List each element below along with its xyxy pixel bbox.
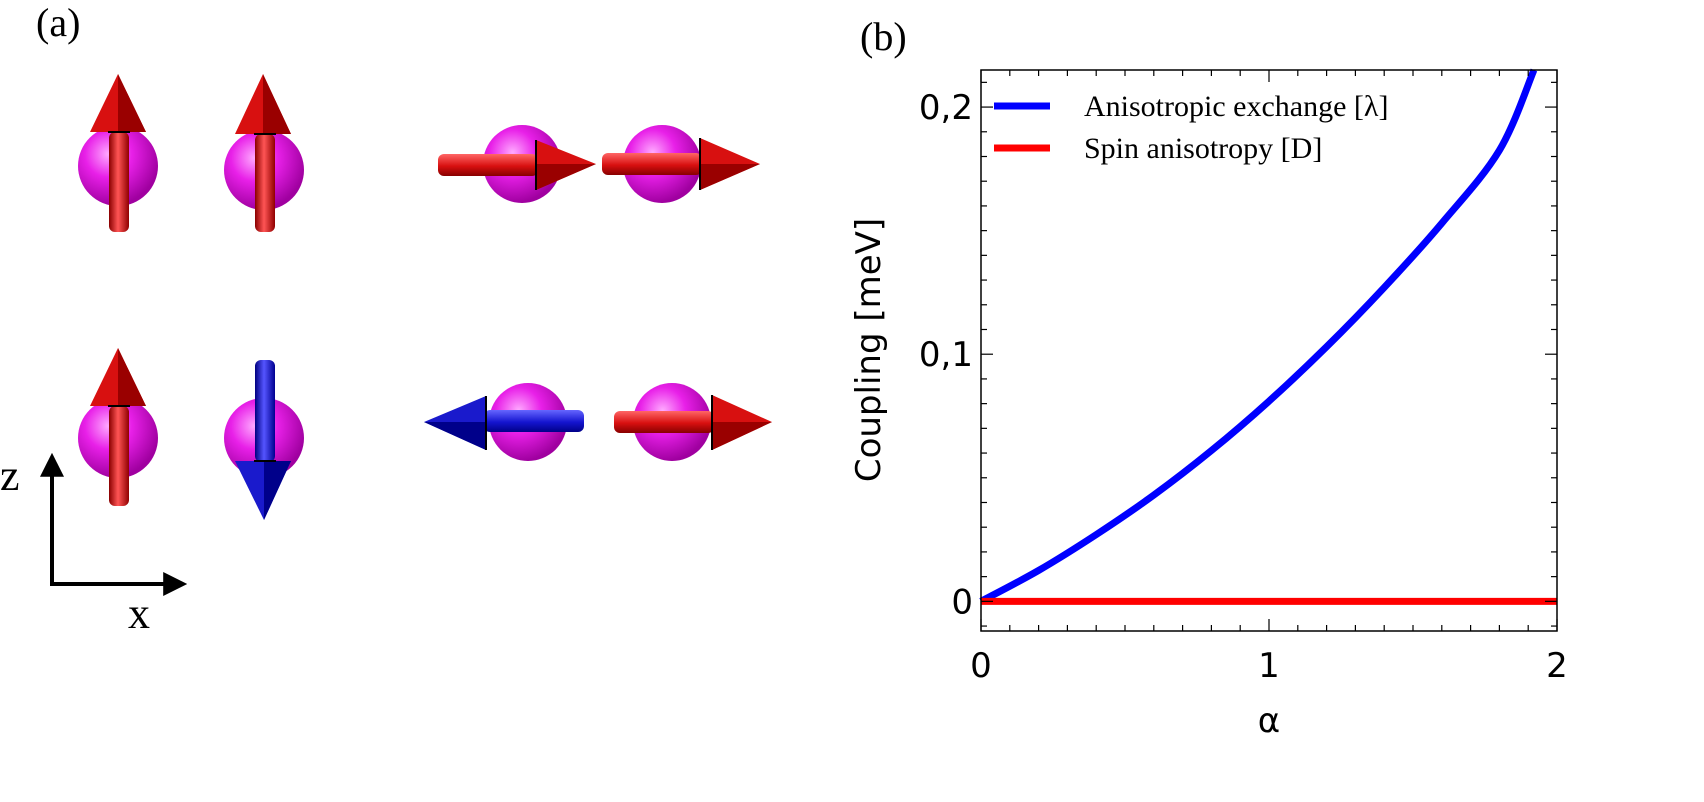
spin-up-arrow bbox=[90, 74, 146, 232]
x-tick-label: 0 bbox=[970, 646, 992, 686]
legend: Anisotropic exchange [λ] Spin anisotropy … bbox=[994, 90, 1388, 165]
spin-up-arrow bbox=[90, 348, 146, 506]
coordinate-axes: z x bbox=[0, 451, 188, 638]
y-axis-title: Coupling [meV] bbox=[849, 218, 889, 482]
config-antiparallel-x bbox=[424, 383, 772, 461]
panel-a-label: (a) bbox=[36, 0, 80, 45]
x-axis-label: x bbox=[128, 589, 150, 638]
tick-labels: 0 1 2 0 0,1 0,2 bbox=[919, 88, 1568, 686]
panel-b-label: (b) bbox=[860, 14, 907, 59]
spin-left-arrow bbox=[424, 396, 584, 450]
config-parallel-z bbox=[78, 74, 304, 232]
coupling-chart: 0 1 2 0 0,1 0,2 α Coupling [meV] Anisotropic … bbox=[849, 68, 1568, 741]
axis-ticks bbox=[980, 70, 1558, 631]
legend-label: Spin anisotropy [D] bbox=[1084, 132, 1322, 165]
x-tick-label: 2 bbox=[1546, 646, 1568, 686]
legend-label: Anisotropic exchange [λ] bbox=[1084, 90, 1388, 123]
spin-down-arrow bbox=[235, 360, 291, 520]
spin-right-arrow bbox=[614, 395, 772, 450]
config-antiparallel-z bbox=[78, 348, 304, 520]
spin-right-arrow bbox=[438, 140, 596, 190]
x-axis-title: α bbox=[1258, 701, 1280, 741]
z-axis-label: z bbox=[0, 451, 20, 500]
config-parallel-x bbox=[438, 125, 760, 203]
y-tick-label: 0 bbox=[951, 582, 973, 622]
x-tick-label: 1 bbox=[1258, 646, 1280, 686]
spin-right-arrow bbox=[602, 138, 760, 190]
spin-up-arrow bbox=[235, 74, 291, 232]
y-tick-label: 0,1 bbox=[919, 335, 973, 375]
plot-lines bbox=[979, 68, 1557, 605]
y-tick-label: 0,2 bbox=[919, 88, 973, 128]
series-line-anisotropic-exchange bbox=[979, 68, 1538, 605]
